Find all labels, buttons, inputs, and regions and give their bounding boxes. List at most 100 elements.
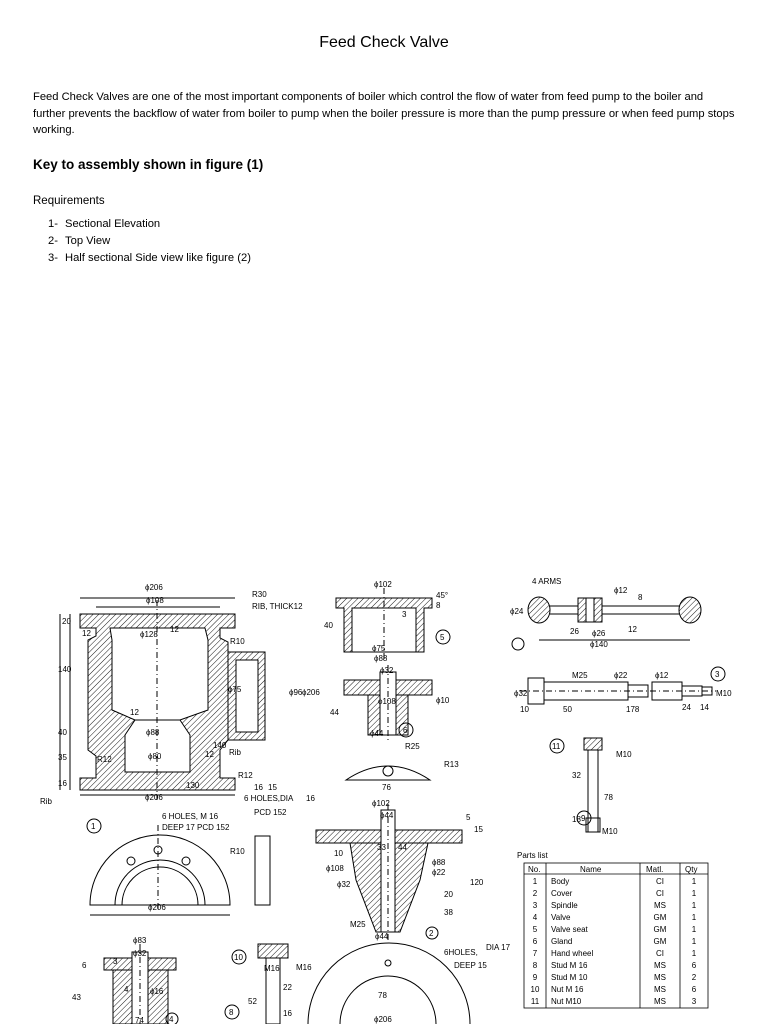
part-number: 4 (169, 1015, 174, 1024)
parts-cell-matl: GM (654, 925, 667, 934)
parts-cell-name: Valve (551, 913, 571, 922)
dim-label: 10 (334, 849, 343, 858)
parts-cell-no: 7 (533, 949, 538, 958)
spindle-view (520, 666, 726, 705)
parts-cell-no: 1 (533, 877, 538, 886)
dim-label: M10 (716, 689, 732, 698)
dim-label: 120 (470, 878, 484, 887)
dim-label: 6 (82, 961, 87, 970)
cover-view (335, 588, 451, 660)
dim-label: 24 (682, 703, 691, 712)
dim-label: ϕ102 (374, 580, 392, 589)
dim-label: 44 (398, 843, 407, 852)
dim-label: ϕ44 (380, 811, 394, 820)
dim-label: 8 (436, 601, 441, 610)
dim-label: ϕ102 (372, 799, 390, 808)
dim-label: 44 (330, 708, 339, 717)
hand-wheel-labels: 4 ARMS ϕ12 8 ϕ24 26 ϕ26 ϕ140 12 (510, 577, 643, 649)
parts-cell-name: Stud M 10 (551, 973, 588, 982)
dim-label: ϕ32 (514, 689, 528, 698)
parts-cell-qty: 2 (692, 973, 697, 982)
dim-label: ϕ16 (150, 987, 164, 996)
dim-label: ϕ32 (337, 880, 351, 889)
nut-stud-labels: M10 32 11 78 18 M10 9 (552, 742, 632, 836)
parts-cell-matl: MS (654, 973, 666, 982)
body-section-labels: ϕ206 ϕ108 ϕ128 R30 RIB, THICK12 R10 20 1… (40, 583, 420, 817)
parts-header: Qty (685, 865, 697, 874)
dim-label: DIA 17 (486, 943, 511, 952)
dim-label: 4 ARMS (532, 577, 561, 586)
dim-label: ϕ88 (146, 728, 160, 737)
parts-header: Name (580, 865, 602, 874)
dim-label: 74 (135, 1016, 144, 1024)
nut-stud-view (549, 737, 603, 833)
dim-label: 35 (58, 753, 67, 762)
parts-cell-no: 6 (533, 937, 538, 946)
parts-cell-matl: CI (656, 889, 664, 898)
dim-label: ϕ32 (380, 666, 394, 675)
part-number: 6 (403, 726, 408, 735)
dim-label: 38 (444, 908, 453, 917)
dim-label: M16 (264, 964, 280, 973)
dim-label: 40 (58, 728, 67, 737)
intro-paragraph: Feed Check Valves are one of the most im… (33, 91, 735, 136)
parts-cell-matl: MS (654, 985, 666, 994)
spindle-labels: M25 ϕ22 ϕ32 ϕ12 10 50 178 24 14 M10 3 (514, 670, 732, 714)
dim-label: 50 (563, 705, 572, 714)
dim-label: ϕ10 (436, 696, 450, 705)
dim-label: R12 (97, 755, 112, 764)
requirement-item: 3-Half sectional Side view like figure (… (48, 252, 251, 264)
parts-cell-name: Nut M 16 (551, 985, 584, 994)
parts-cell-qty: 3 (692, 997, 697, 1006)
dim-label: 43 (72, 993, 81, 1002)
parts-header: No. (528, 865, 540, 874)
parts-cell-matl: GM (654, 913, 667, 922)
part-number: 1 (91, 822, 96, 831)
parts-cell-matl: GM (654, 937, 667, 946)
dim-label: 12 (170, 625, 179, 634)
parts-cell-qty: 1 (692, 877, 697, 886)
parts-cell-matl: MS (654, 901, 666, 910)
dim-label: M25 (350, 920, 366, 929)
requirement-item: 2-Top View (48, 235, 111, 247)
dim-label: 5 (466, 813, 471, 822)
bolt-labels: M16 M16 52 22 16 10 8 (229, 953, 312, 1018)
dim-label: ϕ206 (302, 688, 320, 697)
parts-cell-qty: 6 (692, 961, 697, 970)
dim-label: ϕ22 (614, 671, 628, 680)
bolt-view (224, 943, 289, 1024)
part-number: 11 (552, 742, 561, 751)
parts-cell-matl: CI (656, 949, 664, 958)
document-title: Feed Check Valve (319, 34, 449, 51)
dim-label: ϕ108 (146, 596, 164, 605)
dim-label: 10 (520, 705, 529, 714)
gland-labels: ϕ32 ϕ108 44 ϕ10 ϕ44 R13 76 6 (330, 666, 459, 792)
part-number: 10 (234, 953, 243, 962)
dim-label: 178 (626, 705, 640, 714)
parts-cell-no: 4 (533, 913, 538, 922)
dim-label: ϕ12 (614, 586, 628, 595)
parts-cell-no: 9 (533, 973, 538, 982)
dim-label: 6 HOLES, M 16 (162, 812, 219, 821)
dim-label: DEEP 17 PCD 152 (162, 823, 230, 832)
dim-label: 16 (283, 1009, 292, 1018)
dim-label: DEEP 15 (454, 961, 487, 970)
dim-label: 6HOLES, (444, 948, 478, 957)
assembly-drawing: ϕ206 ϕ108 ϕ128 R30 RIB, THICK12 R10 20 1… (40, 577, 732, 1024)
parts-cell-matl: CI (656, 877, 664, 886)
parts-cell-matl: MS (654, 997, 666, 1006)
dim-label: 18 (572, 815, 581, 824)
dim-label: 40 (324, 621, 333, 630)
dim-label: 22 (283, 983, 292, 992)
dim-label: 3 (113, 957, 118, 966)
dim-label: M25 (572, 671, 588, 680)
dim-label: 12 (628, 625, 637, 634)
dim-label: ϕ108 (326, 864, 344, 873)
parts-cell-qty: 1 (692, 949, 697, 958)
